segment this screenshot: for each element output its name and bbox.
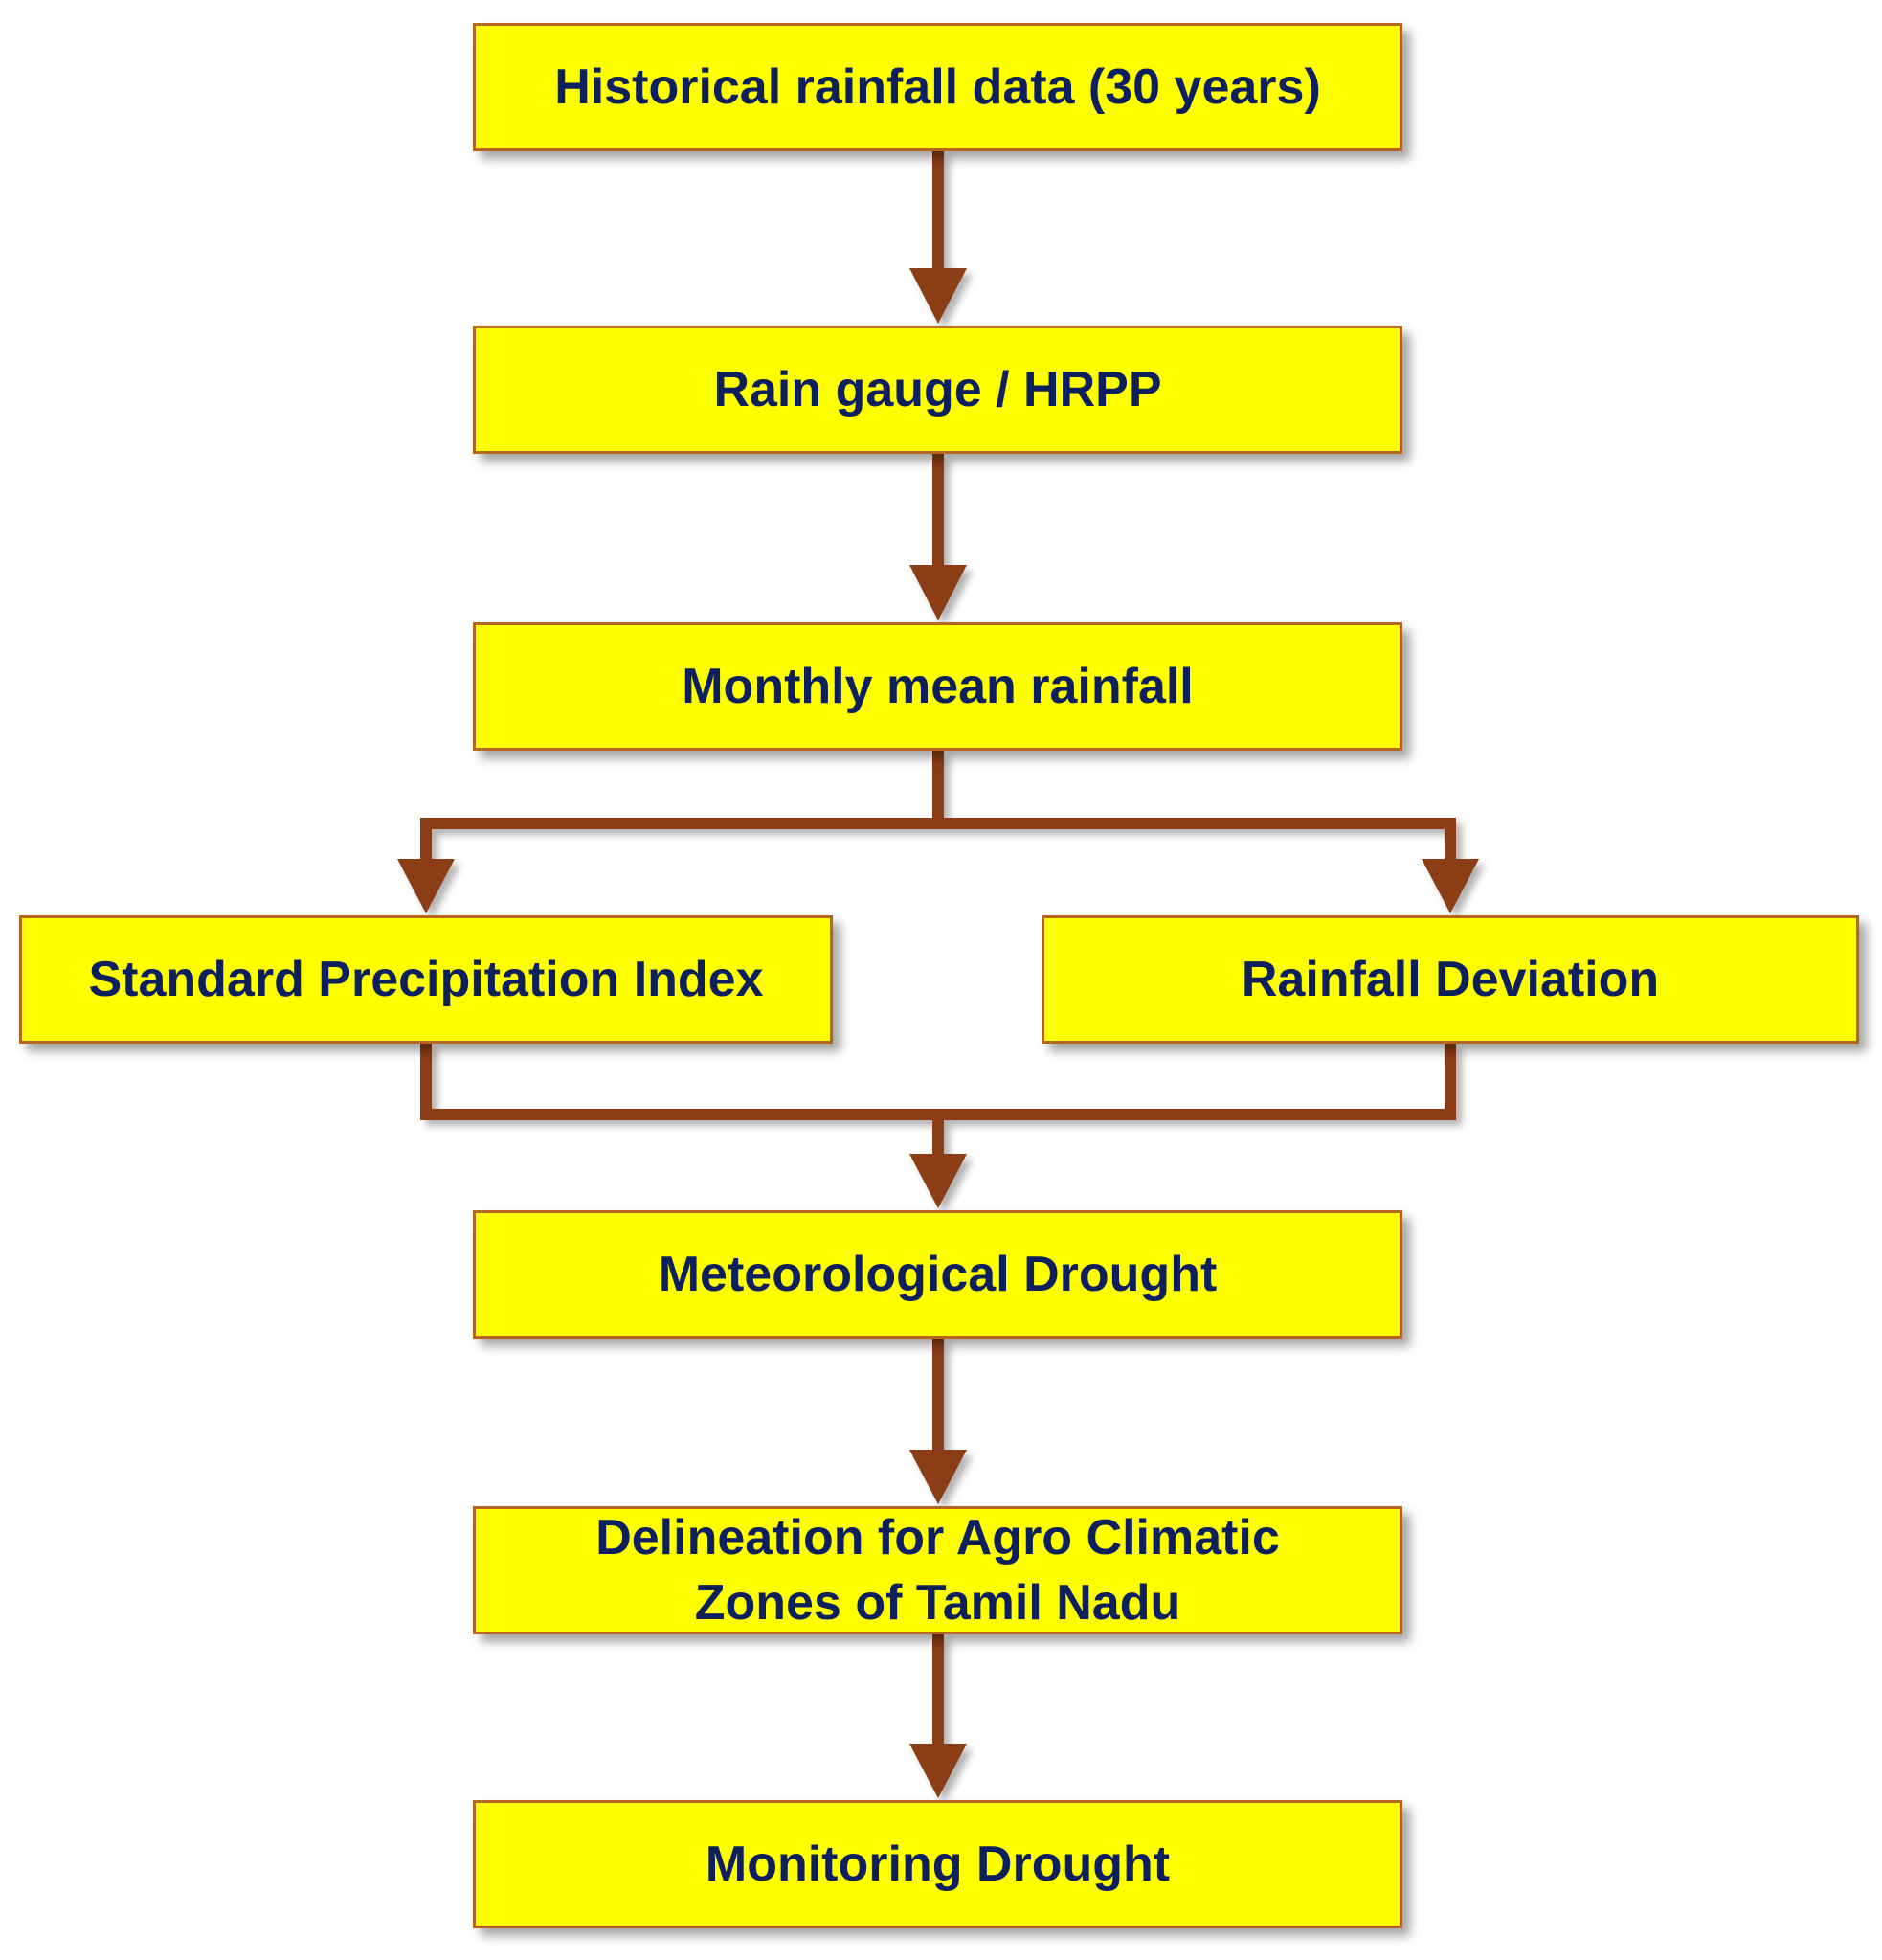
connector-deviation-to-merge bbox=[938, 1044, 1456, 1120]
node-label: Monitoring Drought bbox=[705, 1836, 1171, 1892]
node-meteorological-drought: Meteorological Drought bbox=[473, 1210, 1402, 1339]
arrowhead-to-gauge bbox=[909, 268, 967, 324]
arrowhead-to-delineation bbox=[909, 1450, 967, 1504]
node-monitoring-drought: Monitoring Drought bbox=[473, 1800, 1402, 1928]
arrowhead-to-monthly bbox=[909, 565, 967, 620]
node-historical-rainfall-data: Historical rainfall data (30 years) bbox=[473, 23, 1402, 151]
arrowhead-to-monitoring bbox=[909, 1744, 967, 1798]
arrowhead-to-met-drought bbox=[909, 1154, 967, 1208]
arrowhead-to-spi bbox=[397, 859, 455, 913]
node-label: Rainfall Deviation bbox=[1241, 952, 1660, 1007]
node-standard-precipitation-index: Standard Precipitation Index bbox=[19, 915, 833, 1044]
node-label: Historical rainfall data (30 years) bbox=[554, 59, 1321, 115]
connector-spi-to-merge bbox=[420, 1044, 938, 1120]
node-label: Standard Precipitation Index bbox=[88, 952, 764, 1007]
node-rainfall-deviation: Rainfall Deviation bbox=[1042, 915, 1859, 1044]
node-label: Rain gauge / HRPP bbox=[713, 362, 1162, 417]
node-label: Monthly mean rainfall bbox=[682, 659, 1194, 714]
node-rain-gauge-hrpp: Rain gauge / HRPP bbox=[473, 326, 1402, 454]
arrowhead-to-deviation bbox=[1422, 859, 1479, 913]
node-label: Meteorological Drought bbox=[658, 1247, 1218, 1302]
node-monthly-mean-rainfall: Monthly mean rainfall bbox=[473, 622, 1402, 751]
connector-monthly-to-spi bbox=[420, 818, 938, 862]
connector-monthly-to-deviation bbox=[938, 818, 1456, 862]
node-delineation-agro-climatic-zones: Delineation for Agro Climatic Zones of T… bbox=[473, 1506, 1402, 1634]
node-label: Delineation for Agro Climatic Zones of T… bbox=[595, 1510, 1280, 1631]
